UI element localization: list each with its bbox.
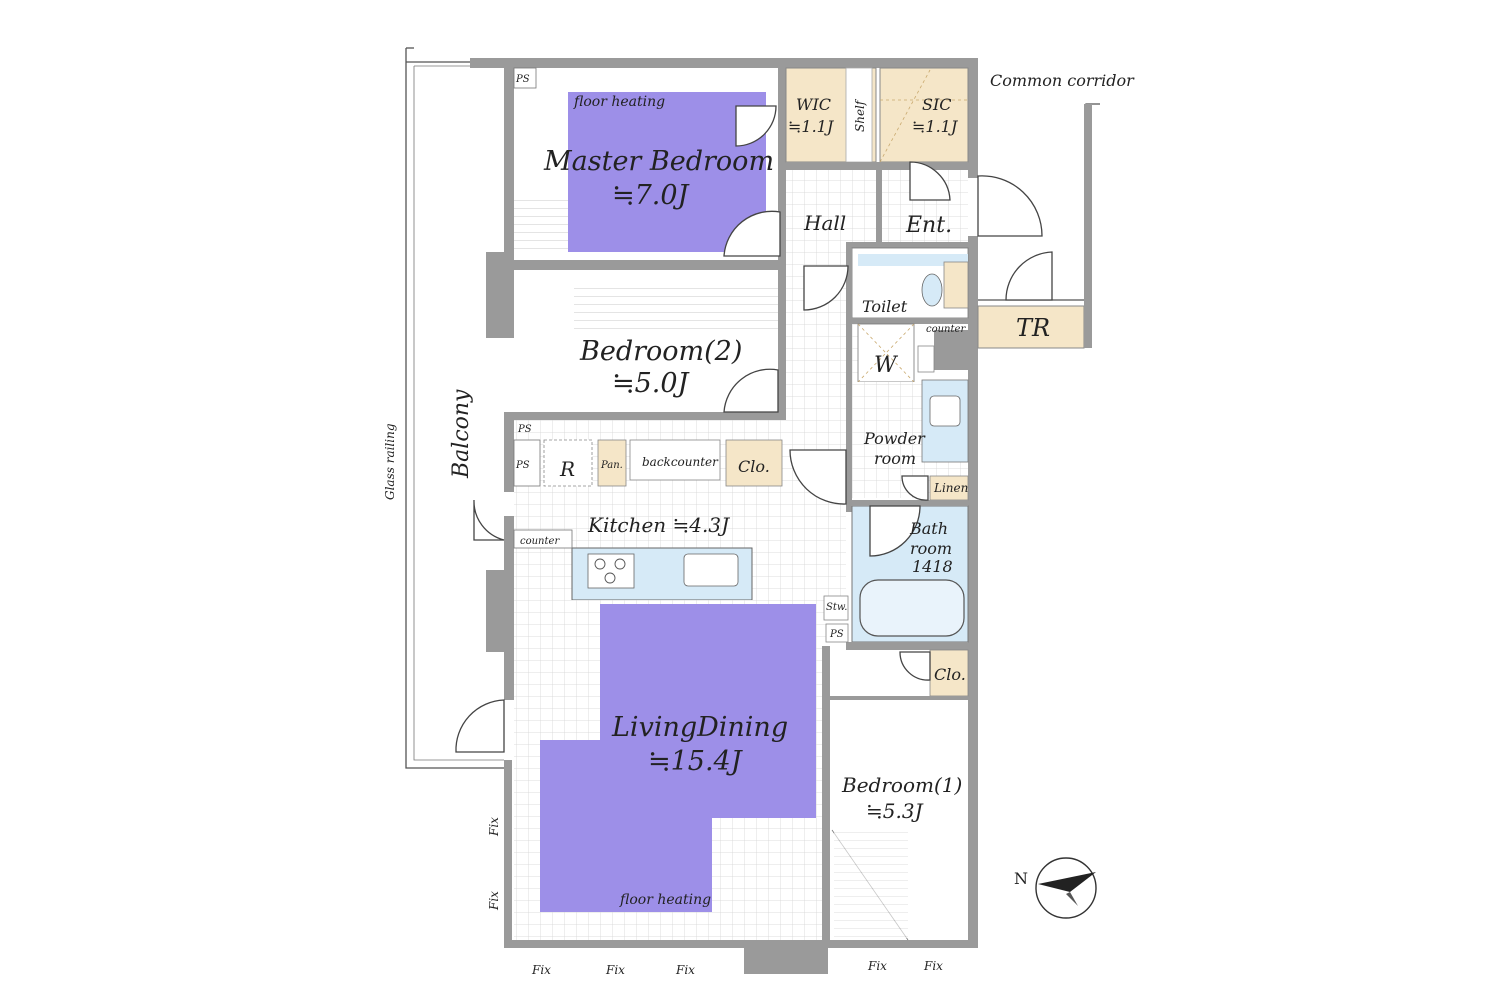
bathroom-line3: 1418 <box>912 557 953 576</box>
ps-small-label: PS <box>517 424 532 435</box>
floor-heating-zone <box>568 92 766 252</box>
bathroom-line2: room <box>910 539 952 558</box>
fix-label: Fix <box>487 891 501 911</box>
floor-heating-living-label: floor heating <box>619 892 711 908</box>
sic-size: ≒1.1J <box>912 117 959 136</box>
fix-label: Fix <box>487 817 501 837</box>
washer-label: W <box>874 353 899 378</box>
master-bedroom-size: ≒7.0J <box>612 180 691 211</box>
counter-label: counter <box>926 324 966 335</box>
tr-name: TR <box>1016 314 1050 342</box>
fix-label: Fix <box>867 959 887 973</box>
bathtub <box>859 579 965 637</box>
shelf <box>845 67 873 163</box>
storage-sw-label: Stw. <box>826 602 847 613</box>
fix-label: Fix <box>675 963 695 977</box>
ps-living-label: PS <box>829 629 844 640</box>
linen-name: Linen <box>933 481 968 495</box>
master-bedroom-name: Master Bedroom <box>543 146 774 177</box>
glass-railing-label: Glass railing <box>383 423 397 500</box>
exterior-walls <box>470 58 978 948</box>
sink <box>683 553 739 587</box>
living-dining-name: LivingDining <box>611 712 788 743</box>
compass-n-label: N <box>1014 869 1028 888</box>
pantry-label: Pan. <box>600 460 623 471</box>
storage-sw <box>823 595 849 621</box>
back-counter-label: backcounter <box>642 455 719 469</box>
sic-name: SIC <box>922 95 952 114</box>
refrigerator-space <box>543 439 593 487</box>
ps-label: PS <box>515 74 530 85</box>
fix-label: Fix <box>605 963 625 977</box>
bedroom1-size: ≒5.3J <box>866 799 924 823</box>
closet-hall-name: Clo. <box>738 457 770 476</box>
fix-label: Fix <box>531 963 551 977</box>
common-corridor-label: Common corridor <box>990 71 1135 90</box>
kitchen-name: Kitchen ≒4.3J <box>587 513 730 537</box>
window-sill <box>514 194 568 252</box>
floor-heating-label: floor heating <box>573 94 665 110</box>
linen-closet <box>929 475 969 501</box>
hall-name: Hall <box>803 211 846 235</box>
back-counter <box>629 439 721 481</box>
window-sill <box>574 284 778 336</box>
living-dining-size: ≒15.4J <box>648 746 744 777</box>
floor-heating-zone <box>540 604 816 912</box>
refrigerator-label: R <box>559 457 575 481</box>
wic-name: WIC <box>796 95 831 114</box>
bathroom-line1: Bath <box>909 519 948 538</box>
shelf-label: Shelf <box>853 98 867 132</box>
closet-hall <box>725 439 783 487</box>
toilet-name: Toilet <box>862 297 908 316</box>
wic-size: ≒1.1J <box>788 117 835 136</box>
compass-icon <box>1035 857 1097 919</box>
stove <box>587 553 635 589</box>
sic-room <box>879 67 969 163</box>
bedroom2-name: Bedroom(2) <box>579 336 742 367</box>
ps-kitchen-label: PS <box>515 460 530 471</box>
balcony-label: Balcony <box>449 389 474 479</box>
bedroom1-name: Bedroom(1) <box>841 773 962 797</box>
powder-room-line1: Powder <box>863 429 926 448</box>
side-counter-label: counter <box>520 536 560 547</box>
powder-room-line2: room <box>874 449 916 468</box>
pillar <box>934 330 970 370</box>
pantry <box>597 439 627 487</box>
ps-shaft <box>513 67 537 89</box>
entrance-name: Ent. <box>905 213 952 238</box>
closet-bed1-name: Clo. <box>934 665 966 684</box>
doors <box>455 105 1053 753</box>
side-counter <box>513 529 573 549</box>
master-bedroom <box>514 68 786 270</box>
toilet-fixture <box>921 273 943 307</box>
fix-label: Fix <box>923 959 943 973</box>
tr-room <box>977 305 1085 349</box>
bedroom2-size: ≒5.0J <box>612 368 691 399</box>
